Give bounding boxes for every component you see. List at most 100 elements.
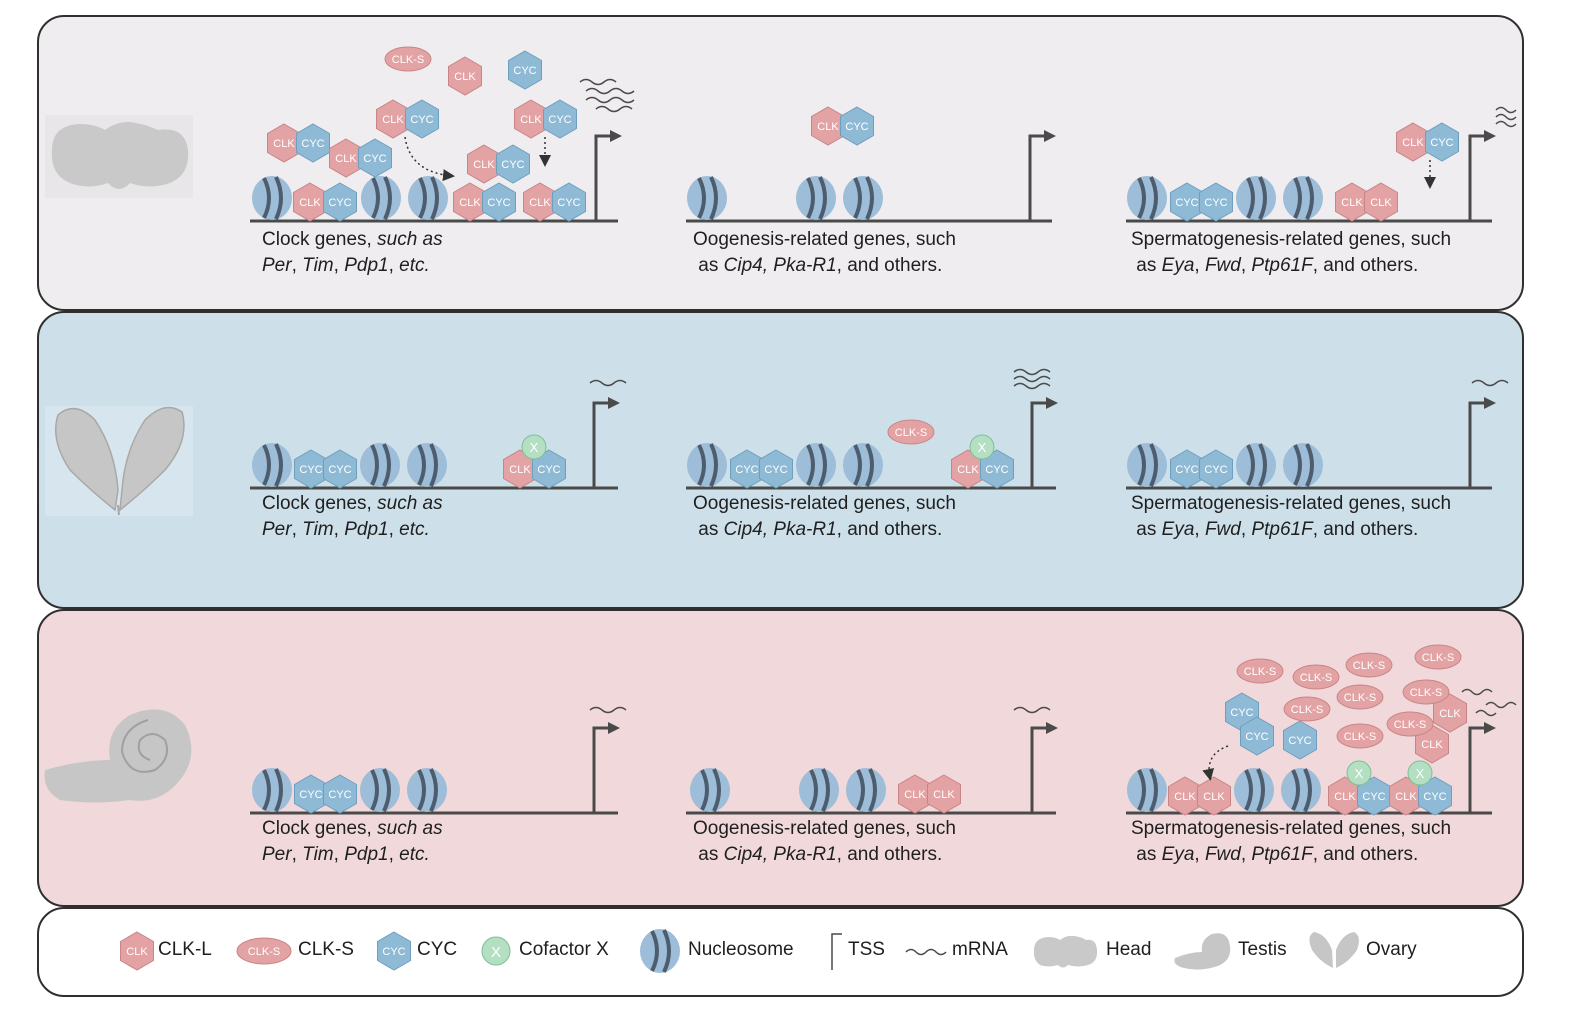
mrna-wave-icon (1495, 106, 1517, 128)
legend-label-head: Head (1106, 939, 1152, 960)
cyc-monomer: CYC (1283, 720, 1317, 760)
clk-s-protein: CLK-S (1292, 664, 1340, 690)
svg-text:CLK: CLK (1334, 791, 1356, 803)
svg-text:CYC: CYC (1423, 791, 1446, 803)
head-clock-gene: CLK CYC CLK CYC CLK CYC CLK CYC CLK CYC … (250, 46, 635, 223)
cyc-legend-icon: CYC (377, 931, 411, 971)
svg-text:CLK: CLK (459, 197, 481, 209)
head-icon (45, 115, 193, 198)
mrna-wave-icon (1013, 368, 1051, 390)
legend-label-ovary: Ovary (1366, 939, 1417, 960)
svg-text:CYC: CYC (363, 153, 386, 165)
svg-text:CLK: CLK (299, 197, 321, 209)
svg-text:CLK: CLK (1341, 197, 1363, 209)
svg-text:CLK: CLK (520, 114, 542, 126)
testis-icon (44, 709, 192, 803)
svg-text:CYC: CYC (548, 114, 571, 126)
svg-text:CYC: CYC (1245, 731, 1268, 743)
head-spermatogenesis-gene: CYC CYC CLK CLK CLK CYC (1125, 106, 1517, 223)
svg-text:CLK-S: CLK-S (1244, 666, 1276, 678)
svg-text:CLK: CLK (1174, 791, 1196, 803)
clk-monomer: CLK (1433, 693, 1467, 733)
clk-s-protein: CLK-S (1386, 711, 1434, 737)
svg-text:CLK-S: CLK-S (1344, 692, 1376, 704)
svg-text:CYC: CYC (764, 464, 787, 476)
svg-text:CLK: CLK (1395, 791, 1417, 803)
clk-s-protein: CLK-S (1345, 652, 1393, 678)
svg-text:X: X (530, 440, 539, 455)
cyc-monomer: CYC (1225, 692, 1259, 732)
svg-text:CLK: CLK (335, 153, 357, 165)
testis-icon (1174, 933, 1231, 970)
svg-text:CLK-S: CLK-S (1344, 731, 1376, 743)
clk-cyc-dimer: CLK CYC (467, 144, 530, 184)
svg-text:CLK-S: CLK-S (248, 946, 280, 958)
clk-cyc-x-complex: CLK CYC X (951, 434, 1014, 489)
svg-text:CYC: CYC (501, 159, 524, 171)
mrna-wave-icon (589, 706, 627, 714)
svg-text:CLK: CLK (473, 159, 495, 171)
svg-text:CLK-S: CLK-S (1300, 672, 1332, 684)
legend-label-clk-l: CLK-L (158, 939, 212, 960)
panel-head (37, 15, 1524, 311)
caption-clock-head: Clock genes, such as Per, Tim, Pdp1, etc… (262, 229, 443, 276)
head-oogenesis-gene: CLK CYC (685, 106, 1056, 223)
svg-text:CYC: CYC (845, 121, 868, 133)
testis-clock-gene: CYC CYC (250, 706, 627, 815)
legend-label-cyc: CYC (417, 939, 458, 960)
svg-text:CLK: CLK (273, 138, 295, 150)
clk-cyc-dimer: CLK CYC (267, 123, 330, 163)
caption-oogenesis-testis: Oogenesis-related genes, such as Cip4, P… (693, 818, 956, 865)
svg-text:CYC: CYC (557, 197, 580, 209)
svg-text:CLK: CLK (904, 789, 926, 801)
svg-text:CYC: CYC (410, 114, 433, 126)
svg-text:X: X (491, 944, 501, 961)
clk-cyc-dimer: CLK CYC (293, 182, 357, 222)
ovary-icon (1309, 932, 1359, 968)
svg-text:CLK: CLK (529, 197, 551, 209)
svg-text:CYC: CYC (985, 464, 1008, 476)
svg-text:CLK: CLK (126, 946, 148, 958)
svg-text:CYC: CYC (1204, 464, 1227, 476)
caption-spermatogenesis-ovary: Spermatogenesis-related genes, such as E… (1131, 493, 1452, 540)
svg-text:X: X (1416, 766, 1425, 781)
caption-oogenesis-ovary: Oogenesis-related genes, such as Cip4, P… (693, 493, 956, 540)
legend-label-clk-s: CLK-S (298, 939, 354, 960)
svg-text:CYC: CYC (328, 197, 351, 209)
ovary-icon (45, 406, 193, 516)
panel-legend (37, 907, 1524, 997)
caption-clock-ovary: Clock genes, such as Per, Tim, Pdp1, etc… (262, 493, 443, 540)
clk-s-protein: CLK-S (1236, 658, 1284, 684)
clk-cyc-x-complex: CLK CYC X (1328, 760, 1391, 816)
cyc-dimer: CYC CYC (294, 449, 357, 489)
svg-text:CYC: CYC (1230, 707, 1253, 719)
svg-text:CLK-S: CLK-S (1353, 660, 1385, 672)
svg-text:CLK-S: CLK-S (392, 54, 424, 66)
testis-spermatogenesis-gene: CLK CLK CLK CYC X CLK CYC X CYC CYC (1125, 644, 1517, 816)
svg-text:CYC: CYC (1288, 735, 1311, 747)
caption-clock-testis: Clock genes, such as Per, Tim, Pdp1, etc… (262, 818, 443, 865)
clk-s-protein: CLK-S (1336, 723, 1384, 749)
cyc-dimer: CYC CYC (1170, 449, 1233, 489)
svg-text:CLK-S: CLK-S (1291, 704, 1323, 716)
cyc-dimer: CYC CYC (294, 774, 357, 814)
panel-testis (37, 609, 1524, 907)
nucleosome-icon (406, 174, 450, 222)
clk-cyc-dimer: CLK CYC (376, 99, 439, 139)
svg-text:CYC: CYC (1362, 791, 1385, 803)
tss-arrow-icon (831, 933, 842, 970)
clk-s-protein: CLK-S (1283, 696, 1331, 722)
clk-cyc-dimer: CLK CYC (514, 99, 577, 139)
mrna-wave-icon (1471, 379, 1509, 387)
svg-text:CLK-S: CLK-S (1394, 719, 1426, 731)
mrna-wave-icon (1013, 706, 1051, 714)
clk-monomer: CLK (448, 56, 482, 96)
nucleosome-icon (638, 927, 682, 975)
svg-text:CYC: CYC (1175, 464, 1198, 476)
clk-cyc-dimer: CLK CYC (1396, 122, 1459, 162)
clk-dimer: CLK CLK (1335, 182, 1398, 222)
svg-text:CLK: CLK (957, 464, 979, 476)
ovary-clock-gene: CYC CYC CLK CYC X (250, 379, 627, 490)
testis-oogenesis-gene: CLK CLK (686, 706, 1058, 815)
svg-text:CYC: CYC (382, 946, 405, 958)
